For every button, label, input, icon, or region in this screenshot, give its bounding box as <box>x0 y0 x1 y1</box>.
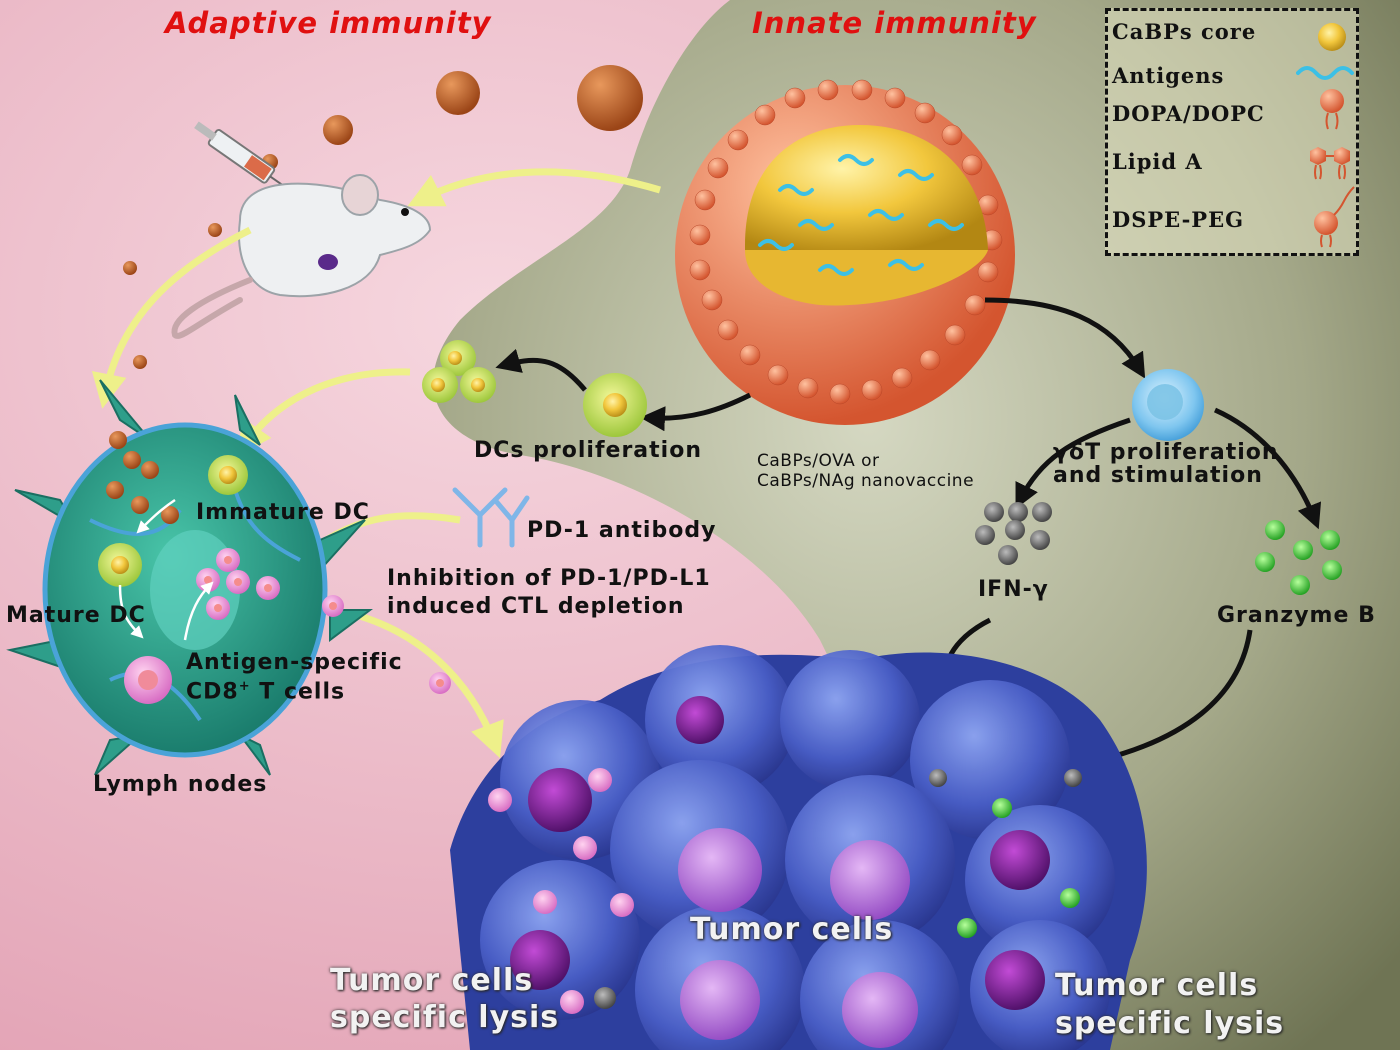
label-ifn: IFN-γ <box>978 577 1049 602</box>
legend-label-lipida: Lipid A <box>1112 149 1203 174</box>
lipid-icon <box>1320 89 1344 130</box>
label-immature-dc: Immature DC <box>196 500 370 525</box>
antigen-strands <box>758 154 964 276</box>
label-inhibition-1: Inhibition of PD-1/PD-L1 <box>387 566 711 591</box>
gold-sphere-icon <box>1318 23 1346 51</box>
label-inhibition-2: induced CTL depletion <box>387 594 685 619</box>
blue-wave-icon <box>1296 66 1354 80</box>
legend-label-core: CaBPs core <box>1112 19 1257 44</box>
label-lysis-left-1: Tumor cells <box>330 963 534 998</box>
nanoparticles-floating <box>123 65 643 369</box>
label-granzyme: Granzyme B <box>1217 603 1376 628</box>
label-antigen-specific: Antigen-specific <box>186 650 403 675</box>
nanoparticle-core-shell <box>675 79 1015 425</box>
innate-background <box>433 0 1400 1050</box>
heading-adaptive: Adaptive immunity <box>165 6 492 40</box>
label-tumor-cells: Tumor cells <box>690 912 894 947</box>
label-lysis-right-2: specific lysis <box>1055 1006 1285 1041</box>
tumor-mass <box>450 645 1147 1050</box>
label-lysis-left-2: specific lysis <box>330 1000 560 1035</box>
antibody-icon <box>452 487 530 548</box>
label-mature-dc: Mature DC <box>6 603 146 628</box>
legend-label-peg: DSPE-PEG <box>1112 207 1245 232</box>
legend: CaBPs core Antigens DOPA/DOPC Lipid A DS… <box>1105 8 1359 256</box>
mouse-icon <box>171 174 432 339</box>
label-nanovaccine-2: CaBPs/NAg nanovaccine <box>757 471 975 491</box>
legend-label-dopa: DOPA/DOPC <box>1112 101 1265 126</box>
black-arrows <box>495 297 1322 769</box>
label-gdt-2: and stimulation <box>1053 463 1263 488</box>
label-lysis-right-1: Tumor cells <box>1055 968 1259 1003</box>
peg-lipid-icon <box>1314 186 1355 248</box>
label-lymph-nodes: Lymph nodes <box>93 772 268 797</box>
label-cd8-t-cells: CD8+ T cells <box>186 679 346 705</box>
dc-cells-proliferation <box>422 340 647 437</box>
lipid-a-icon <box>1310 147 1350 180</box>
ifn-gamma-spheres <box>975 502 1052 565</box>
label-nanovaccine-1: CaBPs/OVA or <box>757 451 880 471</box>
legend-label-antigens: Antigens <box>1112 63 1225 88</box>
label-dcs-proliferation: DCs proliferation <box>474 438 702 463</box>
heading-innate: Innate immunity <box>752 6 1037 40</box>
white-arrows <box>118 498 214 641</box>
granzyme-spheres <box>1255 520 1342 595</box>
label-pd1-antibody: PD-1 antibody <box>527 518 717 543</box>
label-gdt-1: γδT proliferation <box>1053 440 1279 465</box>
